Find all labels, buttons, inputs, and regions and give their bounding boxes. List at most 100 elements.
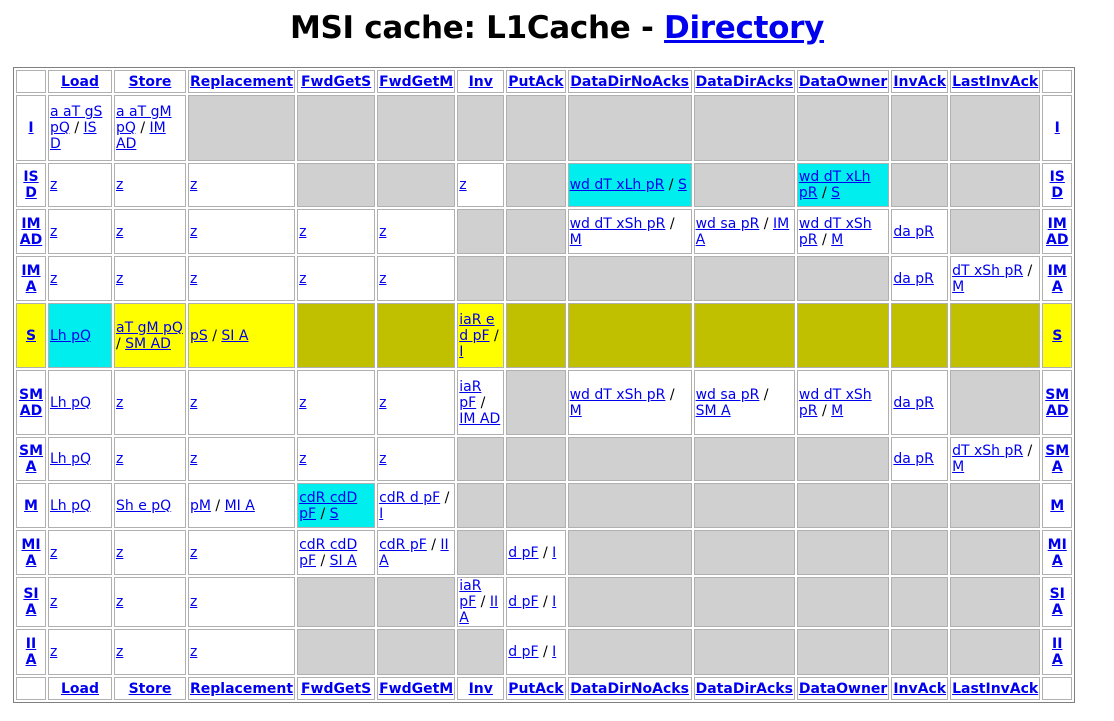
action-link[interactable]: d pF	[508, 644, 539, 660]
next-state-link[interactable]: S	[831, 185, 841, 201]
next-state-link[interactable]: MI A	[224, 497, 255, 514]
next-state-link[interactable]: I	[459, 343, 464, 360]
action-link[interactable]: z	[190, 223, 198, 240]
action-link[interactable]: da pR	[893, 394, 934, 411]
column-link-lastinvack[interactable]: LastInvAck	[952, 73, 1039, 90]
action-link[interactable]: a aT gM pQ	[116, 104, 172, 136]
state-link-i[interactable]: I	[1054, 120, 1060, 136]
action-link[interactable]: z	[116, 644, 124, 660]
action-link[interactable]: iaR pF	[459, 578, 482, 610]
next-state-link[interactable]: S	[329, 505, 339, 522]
action-link[interactable]: z	[379, 394, 387, 411]
column-link-datadiracks[interactable]: DataDirAcks	[695, 680, 793, 697]
column-link-load[interactable]: Load	[60, 680, 99, 697]
action-link[interactable]: z	[379, 451, 387, 467]
action-link[interactable]: z	[190, 394, 198, 411]
action-link[interactable]: z	[299, 451, 307, 467]
state-link-ii-a[interactable]: II A	[25, 636, 37, 668]
action-link[interactable]: z	[299, 223, 307, 240]
state-link-sm-ad[interactable]: SM AD	[1045, 386, 1070, 419]
next-state-link[interactable]: IM AD	[116, 120, 166, 152]
action-link[interactable]: z	[116, 394, 124, 411]
action-link[interactable]: cdR pF	[379, 536, 427, 553]
state-link-m[interactable]: M	[1050, 497, 1065, 514]
next-state-link[interactable]: SM AD	[125, 335, 171, 352]
action-link[interactable]: pM	[190, 497, 211, 514]
action-link[interactable]: wd dT xSh pR	[569, 386, 666, 403]
action-link[interactable]: dT xSh pR	[952, 262, 1024, 279]
state-link-im-ad[interactable]: IM AD	[1046, 215, 1069, 248]
column-link-putack[interactable]: PutAck	[508, 680, 564, 697]
action-link[interactable]: z	[190, 177, 198, 193]
column-link-fwdgets[interactable]: FwdGetS	[300, 73, 372, 90]
state-link-im-ad[interactable]: IM AD	[19, 215, 43, 248]
action-link[interactable]: Lh pQ	[50, 497, 92, 514]
action-link[interactable]: dT xSh pR	[952, 443, 1024, 459]
action-link[interactable]: wd dT xSh pR	[798, 386, 872, 419]
action-link[interactable]: iaR pF	[459, 378, 482, 411]
state-link-i[interactable]: I	[28, 120, 34, 136]
action-link[interactable]: wd dT xLh pR	[569, 177, 665, 193]
next-state-link[interactable]: I	[552, 594, 557, 610]
next-state-link[interactable]: I	[552, 644, 557, 660]
column-link-dataowner[interactable]: DataOwner	[798, 680, 888, 697]
state-link-is-d[interactable]: IS D	[1049, 169, 1065, 201]
column-link-invack[interactable]: InvAck	[893, 680, 947, 697]
action-link[interactable]: pS	[190, 327, 208, 344]
state-link-im-a[interactable]: IM A	[1047, 262, 1067, 295]
column-link-datadirnoacks[interactable]: DataDirNoAcks	[570, 680, 689, 697]
action-link[interactable]: z	[379, 223, 387, 240]
column-link-invack[interactable]: InvAck	[893, 73, 947, 90]
action-link[interactable]: z	[116, 594, 124, 610]
next-state-link[interactable]: I	[552, 544, 557, 561]
action-link[interactable]: z	[190, 544, 198, 561]
state-link-im-a[interactable]: IM A	[21, 262, 41, 295]
next-state-link[interactable]: SI A	[221, 327, 249, 344]
directory-link[interactable]: Directory	[664, 10, 825, 46]
action-link[interactable]: z	[190, 270, 198, 287]
state-link-is-d[interactable]: IS D	[23, 169, 39, 201]
action-link[interactable]: z	[116, 177, 124, 193]
column-link-dataowner[interactable]: DataOwner	[798, 73, 888, 90]
action-link[interactable]: cdR cdD pF	[299, 489, 358, 522]
column-link-inv[interactable]: Inv	[468, 680, 493, 697]
column-link-putack[interactable]: PutAck	[508, 73, 564, 90]
action-link[interactable]: wd dT xSh pR	[569, 215, 666, 232]
next-state-link[interactable]: IM AD	[459, 410, 501, 427]
action-link[interactable]: z	[50, 544, 58, 561]
action-link[interactable]: z	[116, 223, 124, 240]
state-link-m[interactable]: M	[24, 497, 38, 514]
action-link[interactable]: z	[50, 223, 58, 240]
action-link[interactable]: Lh pQ	[50, 394, 92, 411]
action-link[interactable]: wd sa pR	[695, 386, 760, 403]
action-link[interactable]: z	[116, 544, 124, 561]
column-link-replacement[interactable]: Replacement	[190, 73, 294, 90]
next-state-link[interactable]: SM A	[695, 402, 731, 419]
column-link-store[interactable]: Store	[128, 73, 172, 90]
action-link[interactable]: z	[116, 451, 124, 467]
action-link[interactable]: iaR e d pF	[459, 311, 495, 344]
state-link-sm-ad[interactable]: SM AD	[18, 386, 43, 419]
column-link-replacement[interactable]: Replacement	[190, 680, 294, 697]
action-link[interactable]: z	[50, 177, 58, 193]
action-link[interactable]: z	[50, 594, 58, 610]
action-link[interactable]: da pR	[893, 223, 934, 240]
action-link[interactable]: z	[459, 177, 467, 193]
column-link-store[interactable]: Store	[128, 680, 172, 697]
action-link[interactable]: aT gM pQ	[116, 319, 183, 336]
state-link-mi-a[interactable]: MI A	[21, 536, 41, 569]
action-link[interactable]: wd dT xLh pR	[798, 169, 871, 201]
state-link-si-a[interactable]: SI A	[1049, 586, 1065, 618]
action-link[interactable]: z	[299, 270, 307, 287]
next-state-link[interactable]: IM A	[695, 215, 790, 248]
next-state-link[interactable]: IS D	[50, 120, 97, 152]
column-link-lastinvack[interactable]: LastInvAck	[952, 680, 1039, 697]
state-link-si-a[interactable]: SI A	[23, 586, 39, 618]
action-link[interactable]: z	[50, 644, 58, 660]
action-link[interactable]: d pF	[508, 544, 539, 561]
next-state-link[interactable]: M	[569, 231, 582, 248]
action-link[interactable]: z	[190, 451, 198, 467]
action-link[interactable]: cdR d pF	[379, 489, 441, 506]
action-link[interactable]: d pF	[508, 594, 539, 610]
column-link-fwdgetm[interactable]: FwdGetM	[379, 680, 454, 697]
